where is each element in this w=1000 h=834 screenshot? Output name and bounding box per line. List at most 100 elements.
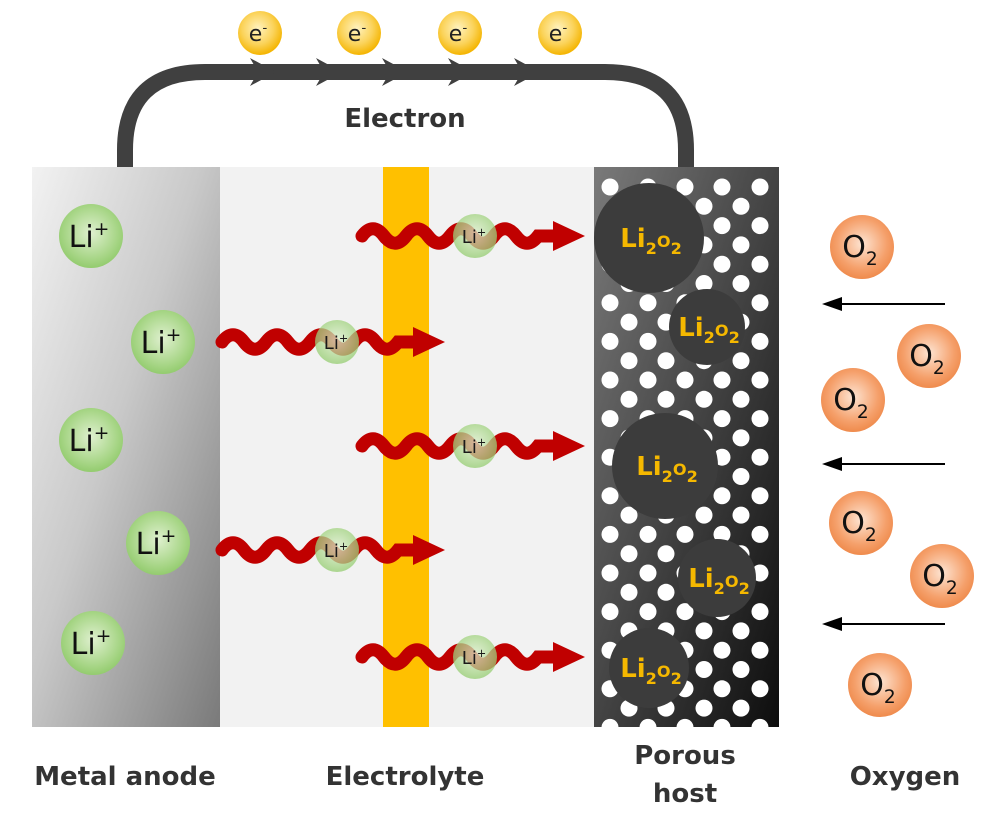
oxygen-symbol: O2: [842, 230, 877, 270]
lithium-ion-circle: [61, 611, 125, 675]
oxygen-circle: [829, 491, 893, 555]
pore: [601, 718, 619, 736]
pore: [676, 718, 694, 736]
pore: [657, 390, 675, 408]
pore: [639, 332, 657, 350]
porous-host-label: Porous host: [610, 737, 760, 813]
pore: [732, 390, 750, 408]
pore: [751, 448, 769, 466]
electron-symbol: e-: [549, 20, 568, 47]
anode-lithium-ions: Li+ Li+ Li+ Li+ Li+: [59, 204, 195, 675]
wavy-arrow: [355, 642, 585, 672]
pore: [639, 603, 657, 621]
pore: [620, 545, 638, 563]
pore: [751, 217, 769, 235]
arrow-left-icon: [822, 457, 945, 471]
electron: e-: [538, 11, 582, 55]
pore: [639, 525, 657, 543]
pore: [620, 506, 638, 524]
lithium-ion-circle: [126, 511, 190, 575]
migrating-lithium-ion: Li+: [315, 528, 359, 572]
arrowhead-icon: [822, 297, 842, 311]
pore: [713, 718, 731, 736]
electrolyte-label: Electrolyte: [325, 762, 485, 792]
lithium-peroxide-symbol: Li2O2: [620, 224, 682, 258]
pore: [732, 506, 750, 524]
pore: [751, 255, 769, 273]
oxygen-symbol: O2: [860, 668, 895, 708]
lithium-ion: Li+: [59, 408, 123, 472]
pore: [620, 390, 638, 408]
pore: [639, 564, 657, 582]
arrow-left-icon: [822, 297, 945, 311]
lithium-ion-circle: [59, 408, 123, 472]
oxygen-circle: [848, 653, 912, 717]
pore: [713, 217, 731, 235]
pore: [713, 410, 731, 428]
pore: [751, 332, 769, 350]
pore: [732, 352, 750, 370]
pore: [601, 525, 619, 543]
lithium-ion-circle: [453, 635, 497, 679]
oxygen-circle: [830, 215, 894, 279]
pore: [676, 371, 694, 389]
wavy-arrow: [215, 535, 445, 565]
electron-circle: [337, 11, 381, 55]
pore: [713, 178, 731, 196]
oxygen-molecule: O2: [910, 544, 974, 608]
chevron-right-icon: [448, 58, 474, 86]
pore: [713, 641, 731, 659]
lithium-ion-symbol: Li+: [462, 647, 486, 669]
metal-anode-label: Metal anode: [34, 762, 216, 792]
oxygen-molecule: O2: [848, 653, 912, 717]
lithium-migration-arrows: Li+Li+Li+Li+Li+: [215, 214, 585, 679]
wavy-arrow: [215, 327, 445, 357]
arrowhead-icon: [553, 431, 585, 461]
lithium-ion-symbol: Li+: [136, 526, 177, 562]
pore: [713, 255, 731, 273]
pore: [751, 680, 769, 698]
pore: [620, 583, 638, 601]
pore: [695, 622, 713, 640]
pore: [713, 680, 731, 698]
electron-symbol: e-: [449, 20, 468, 47]
pore: [713, 371, 731, 389]
pore: [657, 352, 675, 370]
oxygen-molecule: O2: [829, 491, 893, 555]
arrowhead-icon: [553, 221, 585, 251]
chevron-right-icon: [316, 58, 342, 86]
lithium-ion-symbol: Li+: [462, 226, 486, 248]
pore: [657, 545, 675, 563]
pore: [751, 410, 769, 428]
pore: [751, 294, 769, 312]
oxygen-circle: [910, 544, 974, 608]
lithium-ion-symbol: Li+: [69, 423, 110, 459]
lithium-ion: Li+: [61, 611, 125, 675]
chevron-right-icon: [250, 58, 276, 86]
pore: [713, 487, 731, 505]
pore: [695, 506, 713, 524]
lithium-peroxide-symbol: Li2O2: [688, 564, 750, 598]
pore: [751, 718, 769, 736]
electron-label: Electron: [344, 104, 466, 134]
pore: [695, 275, 713, 292]
wavy-arrow-body: [215, 328, 426, 356]
arrowhead-icon: [822, 457, 842, 471]
lithium-ion-symbol: Li+: [141, 325, 182, 361]
electrons: e-e-e-e-: [238, 11, 582, 55]
wavy-arrow: [355, 221, 585, 251]
pore: [732, 661, 750, 678]
wavy-arrow-body: [215, 536, 426, 564]
lithium-peroxide-symbol: Li2O2: [678, 313, 740, 347]
lithium-ion: Li+: [59, 204, 123, 268]
pore: [620, 313, 638, 331]
pore: [732, 236, 750, 254]
migrating-lithium-ion: Li+: [453, 214, 497, 258]
porous-host-label-line1: Porous: [634, 741, 736, 771]
pore: [639, 371, 657, 389]
chevron-right-icon: [382, 58, 408, 86]
pore: [751, 487, 769, 505]
pore: [732, 468, 750, 485]
pore: [751, 603, 769, 621]
